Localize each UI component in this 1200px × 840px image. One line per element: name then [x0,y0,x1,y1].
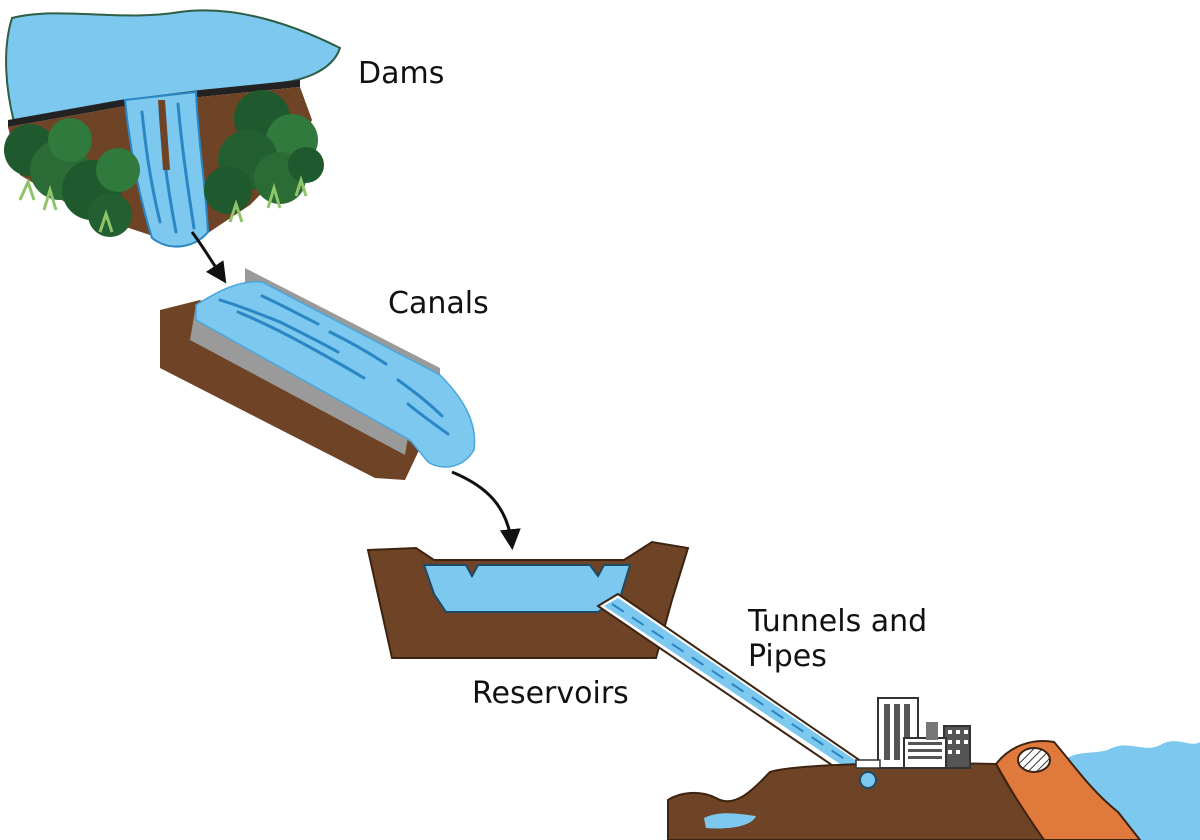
reservoir-icon [366,540,690,659]
label-canals: Canals [388,286,489,321]
dam-trees-right [204,90,324,223]
label-tunnels-line2: Pipes [748,639,827,675]
reservoir-water [422,564,632,613]
label-tunnels-and-pipes: Tunnels and Pipes [748,604,927,675]
label-dams: Dams [358,56,445,91]
flow-arrow-icon [451,470,521,551]
pipe-icon [596,592,870,778]
flow-arrow-icon [190,231,227,284]
pond-water [704,813,756,829]
canal-icon [160,268,476,480]
city-ground [667,762,1046,840]
canal-water [195,281,476,468]
coast-terrain [667,740,1200,840]
dam-wall [8,80,300,127]
levee-grate [1017,747,1051,773]
pipe-outlet [859,771,877,789]
dam-trees-left [4,118,140,237]
dam-lake [5,9,342,124]
label-tunnels-line1: Tunnels and [748,604,928,639]
city-icon [855,697,971,769]
dam-icon [4,9,342,248]
label-reservoirs: Reservoirs [472,676,629,711]
